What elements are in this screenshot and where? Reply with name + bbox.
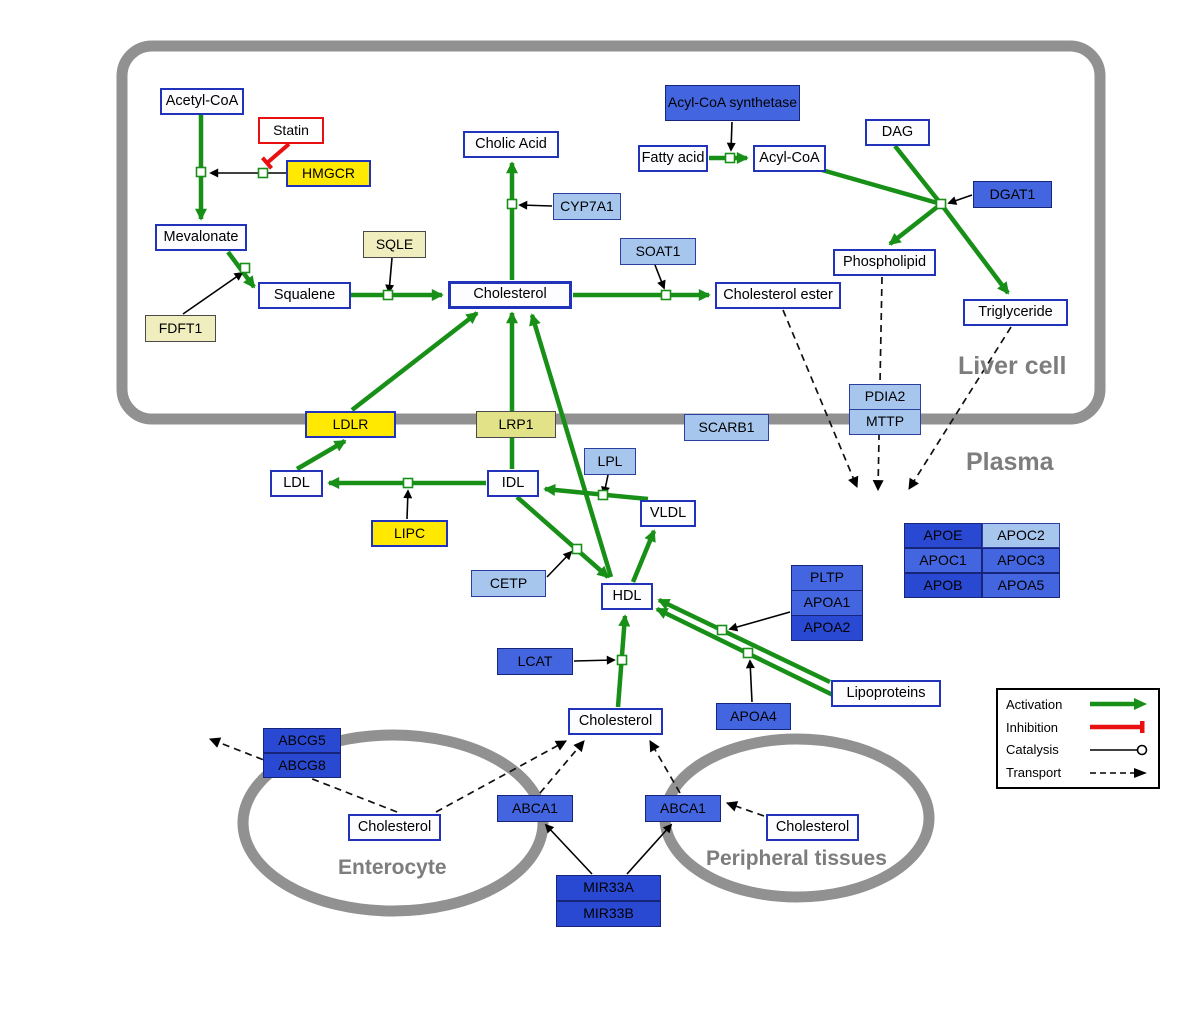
compartment-outlines <box>116 40 1106 917</box>
enterocyte-label: Enterocyte <box>338 856 447 879</box>
legend-box: Activation Inhibition Catalysis Transpor… <box>996 688 1160 789</box>
node-vldl[interactable]: VLDL <box>640 500 696 527</box>
node-sqle[interactable]: SQLE <box>363 231 426 258</box>
legend-row-inhibition: Inhibition <box>1006 720 1150 735</box>
node-cholesterol-peripheral[interactable]: Cholesterol <box>766 814 859 841</box>
node-idl[interactable]: IDL <box>487 470 539 497</box>
transport-arrow-icon <box>1090 767 1147 778</box>
inhibition-edge <box>260 142 291 170</box>
node-phospholipid[interactable]: Phospholipid <box>833 249 936 276</box>
node-apoa4[interactable]: APOA4 <box>716 703 791 730</box>
node-pdia2[interactable]: PDIA2 <box>849 384 921 410</box>
node-cyp7a1[interactable]: CYP7A1 <box>553 193 621 220</box>
node-apob[interactable]: APOB <box>904 573 982 598</box>
node-apoc1[interactable]: APOC1 <box>904 548 982 573</box>
node-abca1-peripheral[interactable]: ABCA1 <box>645 795 721 822</box>
node-triglyceride[interactable]: Triglyceride <box>963 299 1068 326</box>
node-apoa5[interactable]: APOA5 <box>982 573 1060 598</box>
node-apoa2[interactable]: APOA2 <box>791 615 863 641</box>
node-mir33a[interactable]: MIR33A <box>556 875 661 901</box>
node-apoc3[interactable]: APOC3 <box>982 548 1060 573</box>
node-dgat1[interactable]: DGAT1 <box>973 181 1052 208</box>
node-lpl[interactable]: LPL <box>584 448 636 475</box>
node-cholesterol-ester[interactable]: Cholesterol ester <box>715 282 841 309</box>
catalysis-circle-icon <box>1090 744 1148 756</box>
node-abcg8[interactable]: ABCG8 <box>263 753 341 778</box>
node-ldl[interactable]: LDL <box>270 470 323 497</box>
node-acyl-coa-synthetase[interactable]: Acyl-CoA synthetase <box>665 85 800 121</box>
node-statin[interactable]: Statin <box>258 117 324 144</box>
peripheral-tissues-label: Peripheral tissues <box>706 847 887 870</box>
activation-arrow-icon <box>1090 698 1147 711</box>
node-ldlr[interactable]: LDLR <box>305 411 396 438</box>
legend-activation-label: Activation <box>1006 696 1063 712</box>
node-dag[interactable]: DAG <box>865 119 930 146</box>
enterocyte-outline <box>237 729 549 917</box>
legend-row-catalysis: Catalysis <box>1006 742 1150 757</box>
node-cholesterol-plasma[interactable]: Cholesterol <box>568 708 663 735</box>
node-apoe[interactable]: APOE <box>904 523 982 548</box>
node-lipc[interactable]: LIPC <box>371 520 448 547</box>
node-acyl-coa[interactable]: Acyl-CoA <box>753 145 826 172</box>
liver-cell-label: Liver cell <box>958 352 1067 380</box>
legend-catalysis-label: Catalysis <box>1006 742 1059 758</box>
node-fdft1[interactable]: FDFT1 <box>145 315 216 342</box>
node-soat1[interactable]: SOAT1 <box>620 238 696 265</box>
reaction-nodes <box>195 152 947 666</box>
node-abca1-enterocyte[interactable]: ABCA1 <box>497 795 573 822</box>
node-cholesterol-enterocyte[interactable]: Cholesterol <box>348 814 441 841</box>
legend-inhibition-label: Inhibition <box>1006 719 1059 735</box>
node-mir33b[interactable]: MIR33B <box>556 901 661 927</box>
node-pltp[interactable]: PLTP <box>791 565 863 591</box>
node-cholesterol-liver[interactable]: Cholesterol <box>448 281 572 309</box>
node-apoa1[interactable]: APOA1 <box>791 590 863 616</box>
inhibition-tbar-icon <box>1090 721 1145 734</box>
liver-cell-outline <box>116 40 1106 425</box>
node-lcat[interactable]: LCAT <box>497 648 573 675</box>
node-cholic-acid[interactable]: Cholic Acid <box>463 131 559 158</box>
node-acetyl-coa[interactable]: Acetyl-CoA <box>160 88 244 115</box>
catalysis-edges <box>182 121 973 875</box>
node-fatty-acid[interactable]: Fatty acid <box>638 145 708 172</box>
legend-row-transport: Transport <box>1006 765 1150 780</box>
node-lipoproteins[interactable]: Lipoproteins <box>831 680 941 707</box>
node-mttp[interactable]: MTTP <box>849 409 921 435</box>
plasma-label: Plasma <box>966 448 1054 476</box>
node-hmgcr[interactable]: HMGCR <box>286 160 371 187</box>
node-apoc2[interactable]: APOC2 <box>982 523 1060 548</box>
node-scarb1[interactable]: SCARB1 <box>684 414 769 441</box>
node-hdl[interactable]: HDL <box>601 583 653 610</box>
legend-row-activation: Activation <box>1006 697 1150 712</box>
node-cetp[interactable]: CETP <box>471 570 546 597</box>
node-squalene[interactable]: Squalene <box>258 282 351 309</box>
legend-transport-label: Transport <box>1006 765 1062 781</box>
node-abcg5[interactable]: ABCG5 <box>263 728 341 753</box>
node-mevalonate[interactable]: Mevalonate <box>155 224 247 251</box>
node-lrp1[interactable]: LRP1 <box>476 411 556 438</box>
